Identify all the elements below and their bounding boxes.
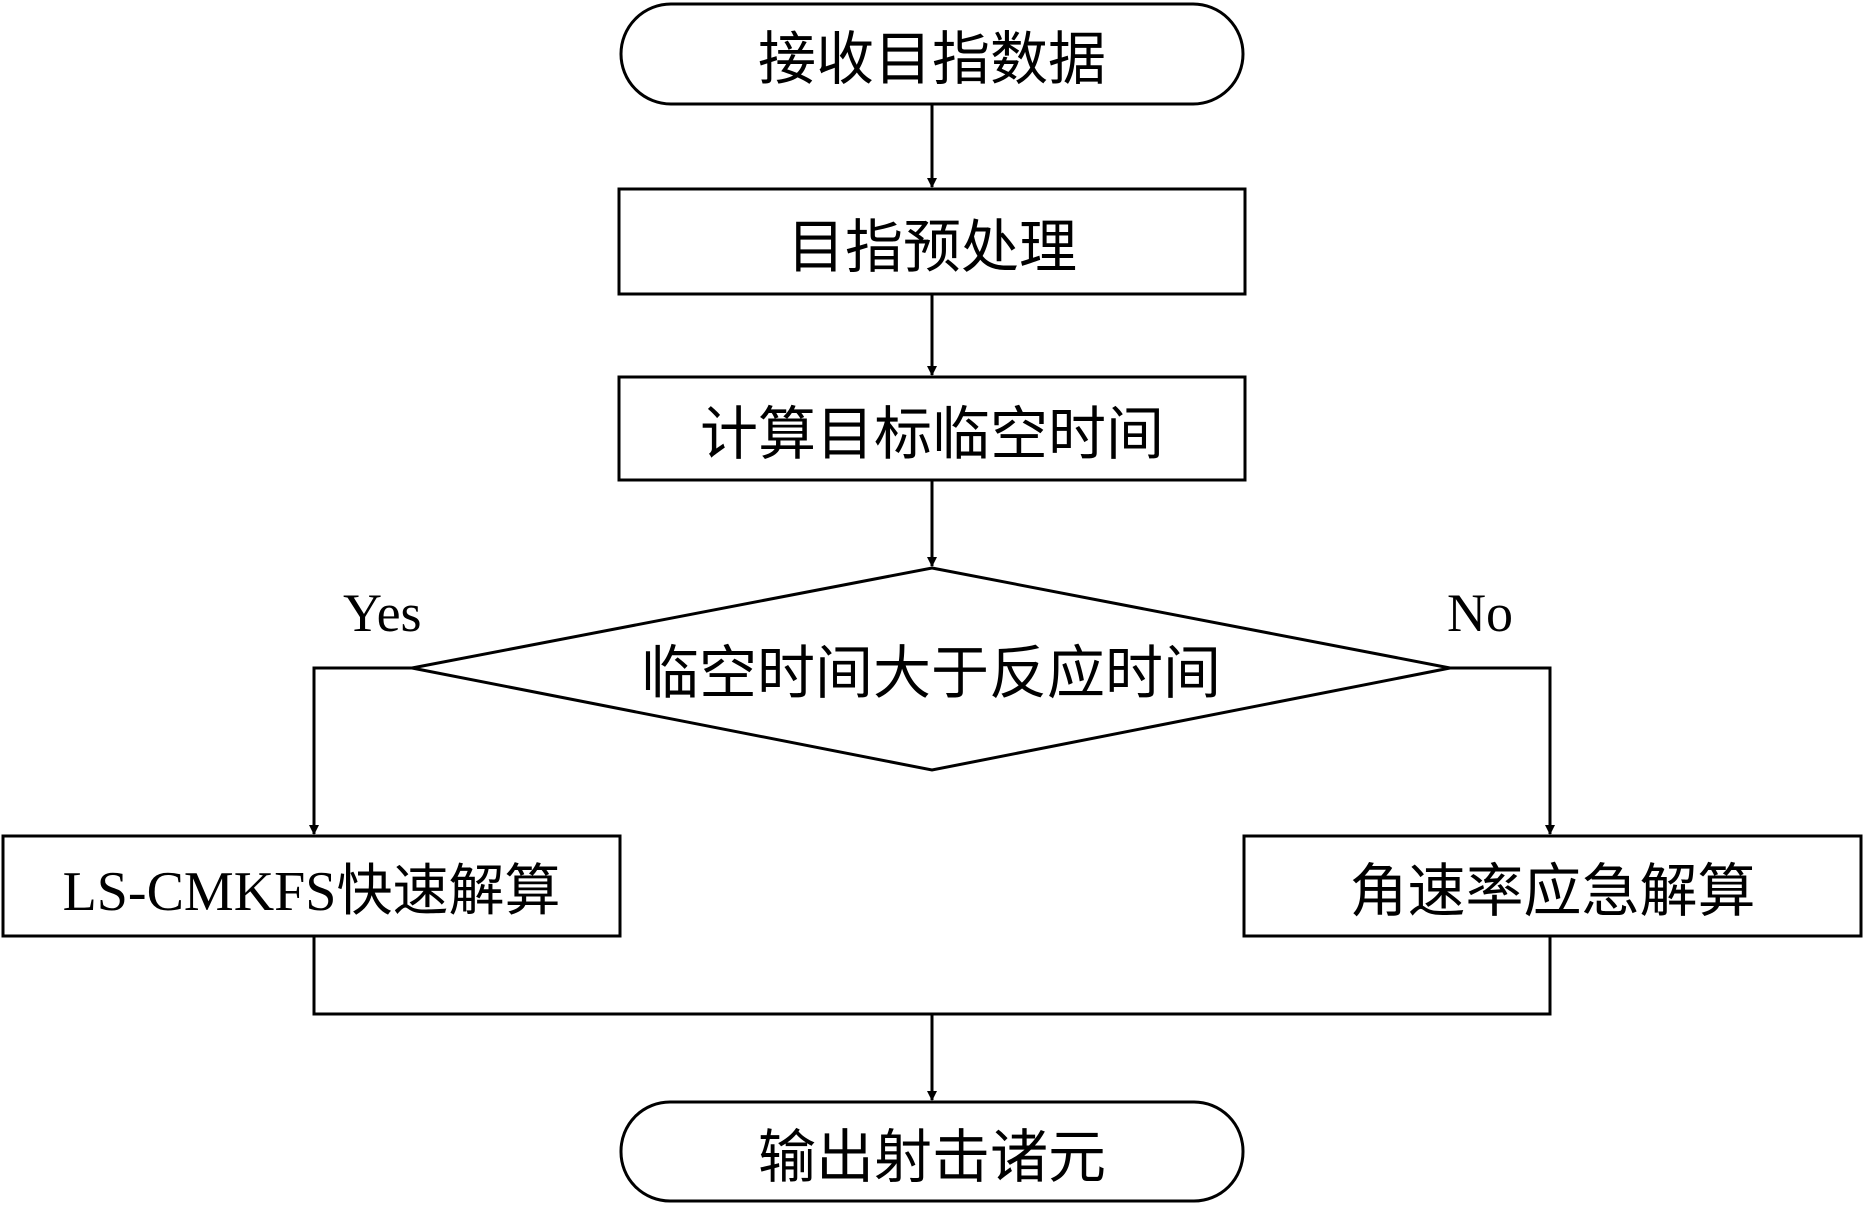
arrow-no-branch [1450,666,1555,835]
arrow-yes-branch [309,666,412,835]
no-branch-label: No [1447,583,1513,643]
emergency-solve-box [1242,834,1863,938]
decision-diamond [411,566,1451,772]
start-label: 接收目指数据 [757,25,1106,93]
decision-label: 临空时间大于反应时间 [640,639,1221,707]
fast-solve-label: LS-CMKFS快速解算 [62,860,561,923]
end-terminal [619,1100,1245,1203]
fast-solve-box [1,834,622,938]
preprocess-label: 目指预处理 [786,212,1077,281]
yes-branch-label: Yes [343,583,422,643]
end-label: 输出射击诸元 [757,1122,1106,1191]
merge-line [312,936,1552,1016]
compute-time-label: 计算目标临空时间 [699,399,1164,468]
emergency-solve-label: 角速率应急解算 [1349,857,1756,925]
